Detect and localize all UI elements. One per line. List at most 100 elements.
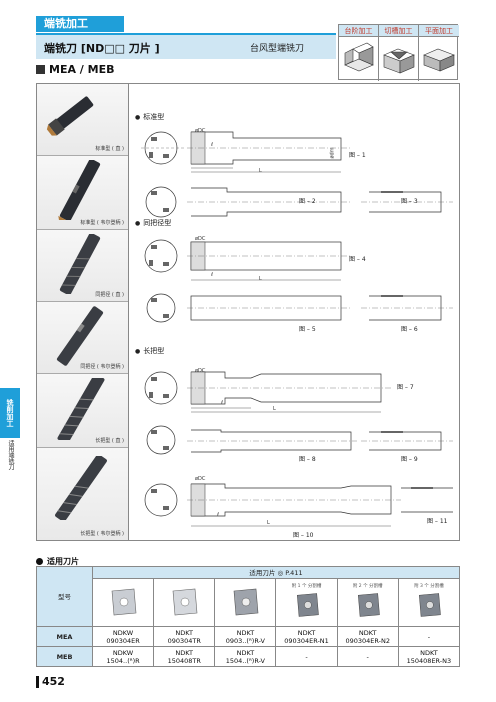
dim-L: L [259, 276, 262, 282]
figure-label: 图 – 9 [401, 456, 418, 463]
end-mill-photo-icon [58, 160, 101, 220]
photo-long-weldon: 长把型 ( 韦尔登柄 ) [37, 448, 128, 540]
type-title-standard: 标准型 [135, 112, 164, 122]
drawing-fig4 [144, 239, 351, 281]
operation-slotting: 切槽加工 [379, 25, 419, 81]
photo-caption: 标准型 ( 直 ) [95, 146, 124, 152]
figure-label: 图 – 2 [299, 198, 316, 205]
category-tag: 端铣加工 [36, 16, 124, 32]
drawing-fig7 [144, 371, 391, 413]
insert-image-cell: 附 3 个 分割槽 [397, 578, 461, 627]
dim-L: L [259, 168, 262, 174]
end-mill-photo-icon [55, 456, 107, 520]
dim-l-small: ℓ [221, 400, 224, 406]
insert-image-cell: 附 2 个 分割槽 [336, 578, 399, 627]
dim-dc: øDC [195, 236, 206, 242]
dim-l-small: ℓ [211, 142, 214, 148]
sidebar-text: 适用端铣刀 [7, 440, 14, 470]
dim-dc: øDC [195, 476, 206, 482]
insert-note: 附 3 个 分割槽 [414, 583, 444, 589]
insert-n3-icon [418, 592, 441, 617]
photo-sameshank-weldon: 同把径 ( 韦尔登柄 ) [37, 302, 128, 374]
photo-long-straight: 长把型 ( 直 ) [37, 374, 128, 448]
figure-label: 图 – 5 [299, 326, 316, 333]
figure-label: 图 – 8 [299, 456, 316, 463]
slot-milling-icon [383, 48, 415, 74]
figure-label: 图 – 10 [293, 532, 314, 539]
model-label: 型号 [36, 566, 93, 627]
square-bullet-icon [36, 65, 45, 74]
row-label-mea: MEA [36, 626, 93, 647]
photo-column: 标准型 ( 直 ) 标准型 ( 韦尔登柄 ) 同把径 ( 直 ) 同把径 ( 韦… [37, 84, 129, 540]
row-label-meb: MEB [36, 646, 93, 667]
figure-label: 图 – 4 [349, 256, 366, 263]
end-mill-photo-icon [59, 234, 101, 294]
section-title-text: MEA / MEB [49, 63, 115, 76]
dim-L: L [273, 406, 276, 412]
dim-dm: ødm [329, 147, 336, 159]
operation-shoulder: 台阶加工 [339, 25, 379, 81]
dim-l-small: ℓ [217, 512, 220, 518]
inserts-table: 型号 适用刀片 ◎ P.411 附 1 个 分割槽 附 2 个 分割槽 附 3 … [36, 566, 461, 667]
sidebar-tab-milling[interactable]: 铣削加工 [0, 388, 20, 438]
photo-caption: 同把径 ( 直 ) [95, 292, 124, 298]
insert-note: 附 1 个 分割槽 [291, 583, 322, 589]
insert-image-cell [153, 578, 216, 627]
operation-label: 台阶加工 [339, 25, 378, 37]
figure-label: 图 – 7 [397, 384, 414, 391]
title-bar: 端铣刀 [ND□□ 刀片 ] 台风型端铣刀 [36, 33, 336, 59]
figure-label: 图 – 11 [427, 518, 448, 525]
dim-L: L [267, 520, 270, 526]
insert-n2-icon [357, 592, 380, 617]
page-subtitle: 台风型端铣刀 [250, 44, 305, 54]
drawing-fig5-6 [146, 293, 453, 323]
drawing-fig2-3 [145, 186, 453, 218]
insert-image-cell [91, 578, 155, 627]
photo-standard-weldon: 标准型 ( 韦尔登柄 ) [37, 156, 128, 230]
section-title: MEA / MEB [36, 63, 115, 76]
insert-ndkw-icon [111, 588, 137, 615]
photo-caption: 同把径 ( 韦尔登柄 ) [80, 364, 124, 370]
figure-label: 图 – 1 [349, 152, 366, 159]
drawing-fig8-9 [146, 425, 453, 455]
operation-label: 切槽加工 [379, 25, 418, 37]
product-frame: 标准型 ( 直 ) 标准型 ( 韦尔登柄 ) 同把径 ( 直 ) 同把径 ( 韦… [36, 83, 460, 541]
photo-sameshank-straight: 同把径 ( 直 ) [37, 230, 128, 302]
page-title: 端铣刀 [ND□□ 刀片 ] [44, 42, 160, 55]
photo-caption: 长把型 ( 直 ) [95, 438, 124, 444]
figure-label: 图 – 3 [401, 198, 418, 205]
inserts-title: 适用刀片 [36, 556, 79, 567]
insert-n1-icon [296, 592, 319, 617]
face-milling-icon [423, 48, 455, 72]
insert-note: 附 2 个 分割槽 [352, 583, 383, 589]
photo-caption: 标准型 ( 韦尔登柄 ) [80, 220, 124, 226]
inserts-header: 适用刀片 ◎ P.411 [92, 566, 460, 579]
photo-standard-straight: 标准型 ( 直 ) [37, 84, 128, 156]
drawing-fig1 [141, 131, 351, 173]
dim-dc: øDC [195, 128, 206, 134]
dim-l-small: ℓ [211, 272, 214, 278]
operation-label: 平面加工 [419, 25, 459, 37]
type-title-long: 长把型 [135, 346, 164, 356]
shoulder-milling-icon [344, 42, 374, 72]
insert-code: - [336, 646, 399, 667]
insert-code: - [275, 646, 338, 667]
type-title-sameshank: 同把径型 [135, 218, 171, 228]
page-number: 452 [36, 676, 65, 688]
insert-ndkt-tr-icon [172, 588, 198, 615]
operation-table: 台阶加工 切槽加工 平面加工 [338, 24, 459, 81]
dim-dc: øDC [195, 368, 206, 374]
operation-facing: 平面加工 [419, 25, 459, 81]
end-mill-photo-icon [56, 306, 104, 366]
end-mill-photo-icon [46, 96, 94, 136]
insert-ndkt-v-icon [234, 588, 259, 615]
insert-image-cell: 附 1 个 分割槽 [275, 578, 338, 627]
